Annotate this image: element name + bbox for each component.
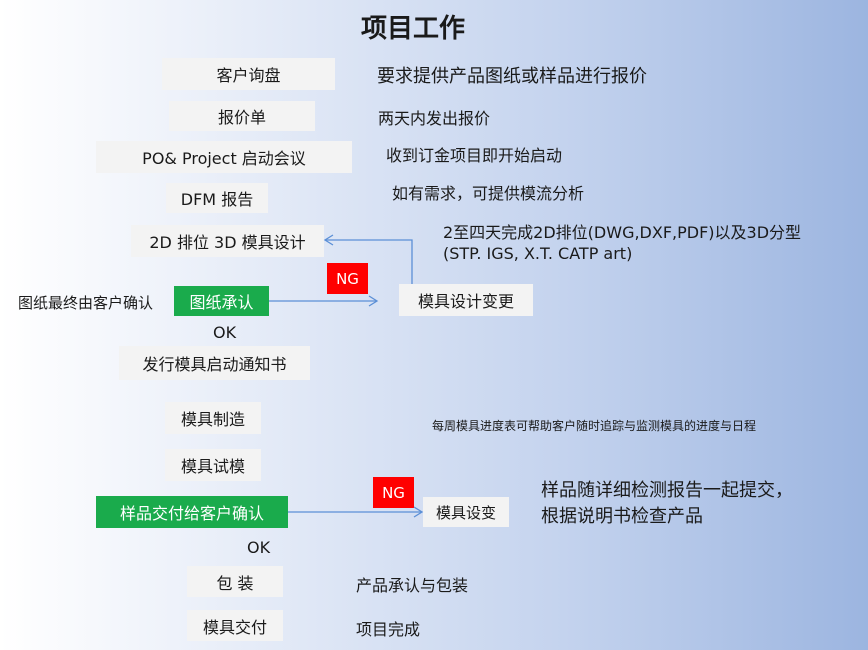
ng-badge-sample: NG	[373, 477, 414, 508]
ok-label-sample: OK	[247, 538, 271, 557]
step-kickoff: PO& Project 启动会议	[96, 141, 352, 173]
note-quotation: 两天内发出报价	[378, 109, 491, 128]
step-mold-release: 发行模具启动通知书	[119, 346, 310, 380]
branch-design-change: 模具设计变更	[399, 284, 533, 316]
step-drawing-approval: 图纸承认	[174, 286, 269, 316]
step-mold-trial: 模具试模	[165, 449, 261, 481]
arrowhead-design-change	[368, 295, 379, 307]
note-packing: 产品承认与包装	[356, 576, 469, 595]
note-dfm: 如有需求，可提供模流分析	[392, 184, 585, 203]
step-quotation: 报价单	[169, 101, 315, 131]
note-sample-line1: 样品随详细检测报告一起提交，	[541, 480, 793, 501]
note-kickoff: 收到订金项目即开始启动	[386, 146, 563, 165]
page-title: 项目工作	[361, 14, 466, 44]
step-sample-delivery: 样品交付给客户确认	[96, 496, 288, 528]
arrowhead-layout	[323, 234, 334, 246]
note-sample-line2: 根据说明书检查产品	[541, 506, 703, 527]
note-layout-line1: 2至四天完成2D排位(DWG,DXF,PDF)以及3D分型	[443, 223, 802, 242]
note-layout-line2: (STP. IGS, X.T. CATP art)	[443, 244, 633, 263]
ng-badge-drawing: NG	[327, 263, 368, 294]
step-dfm: DFM 报告	[166, 183, 268, 213]
step-layout-design: 2D 排位 3D 模具设计	[131, 225, 324, 257]
step-inquiry: 客户询盘	[162, 58, 335, 90]
branch-mold-change: 模具设变	[423, 497, 509, 527]
note-mold-delivery: 项目完成	[356, 620, 421, 639]
note-inquiry: 要求提供产品图纸或样品进行报价	[377, 66, 647, 87]
step-mold-manufacture: 模具制造	[165, 402, 261, 434]
step-mold-delivery: 模具交付	[187, 610, 283, 641]
step-packing: 包 装	[187, 566, 283, 597]
ok-label-drawing: OK	[213, 323, 237, 342]
note-weekly-progress: 每周模具进度表可帮助客户随时追踪与监测模具的进度与日程	[432, 419, 757, 433]
arrowhead-mold-change	[413, 506, 424, 518]
note-drawing-confirm: 图纸最终由客户确认	[18, 294, 154, 312]
arrow-design-change-to-layout	[326, 239, 413, 284]
